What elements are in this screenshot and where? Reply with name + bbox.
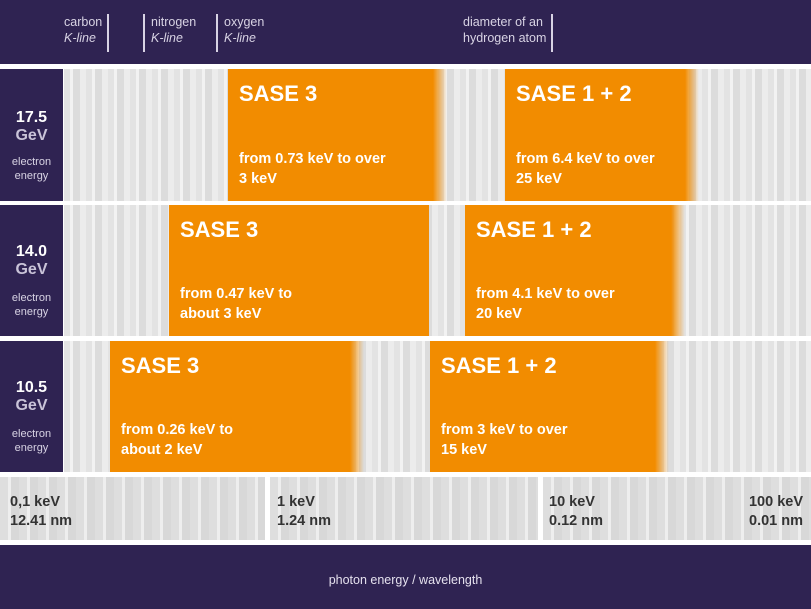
energy-row-17-5: 17.5 GeV electron energy SASE 3 from 0.7… [0,69,811,201]
scale-segment-10-kev: 10 keV 0.12 nm 100 keV 0.01 nm [543,477,811,540]
range-fade [655,341,669,472]
electron-energy-label: 17.5 GeV electron energy [0,69,63,201]
sase-title: SASE 1 + 2 [476,217,592,242]
sase-title: SASE 1 + 2 [441,353,557,378]
sase-title: SASE 3 [121,353,200,378]
hydrogen-atom-marker: diameter of an hydrogen atom [463,14,554,52]
scale-energy: 1 keV [277,494,315,510]
sase-title: SASE 3 [180,217,259,242]
marker-tick-left [143,14,145,52]
sase12-range-box: SASE 1 + 2 from 4.1 keV to over 20 keV [465,205,685,336]
sase12-range-box: SASE 1 + 2 from 6.4 keV to over 25 keV [505,69,699,201]
sase-range: from 0.47 keV to about 3 keV [180,286,293,322]
energy-unit: GeV [15,397,48,414]
energy-value: 10.5 [15,379,48,396]
marker-label: nitrogen [151,15,197,29]
sase3-range-box: SASE 3 from 0.73 keV to over 3 keV [228,69,447,201]
range-fade [671,205,685,336]
scale-label: 10 keV 0.12 nm [549,493,603,531]
energy-caption: electron energy [11,428,52,454]
marker-sublabel: K-line [64,31,96,45]
energy-value: 17.5 [15,109,48,126]
sase-range: from 0.73 keV to over 3 keV [239,151,386,187]
sase-range: from 4.1 keV to over 20 keV [476,286,615,322]
scale-wavelength: 12.41 nm [10,513,73,529]
marker-label: carbon [64,15,103,29]
range-fade [685,69,699,201]
nitrogen-k-line-marker: nitrogen K-line [143,14,203,52]
marker-sublabel: hydrogen atom [463,31,547,45]
scale-wavelength: 1.24 nm [277,513,331,529]
marker-tick-left [216,14,218,52]
scale-label: 0,1 keV 12.41 nm [10,493,72,531]
scale-segment-1-kev: 1 keV 1.24 nm [270,477,538,540]
energy-caption: electron energy [11,156,52,182]
marker-tick [551,14,554,52]
scale-wavelength: 0.12 nm [549,513,603,529]
electron-energy-label: 10.5 GeV electron energy [0,341,63,472]
energy-unit: GeV [15,127,48,144]
range-fade [350,341,364,472]
marker-label: oxygen [224,15,265,29]
oxygen-k-line-marker: oxygen K-line [216,14,271,52]
energy-caption: electron energy [11,292,52,318]
electron-energy-label: 14.0 GeV electron energy [0,205,63,336]
sase12-range-box: SASE 1 + 2 from 3 keV to over 15 keV [430,341,669,472]
energy-unit: GeV [15,261,48,278]
sase3-range-box: SASE 3 from 0.26 keV to about 2 keV [110,341,364,472]
sase-range: from 6.4 keV to over 25 keV [516,151,655,187]
carbon-k-line-marker: carbon K-line [64,14,110,52]
scale-label: 1 keV 1.24 nm [277,493,331,531]
energy-row-14-0: 14.0 GeV electron energy SASE 3 from 0.4… [0,205,811,336]
sase-title: SASE 3 [239,81,318,106]
marker-label: diameter of an [463,15,543,29]
header-bar: carbon K-line nitrogen K-line oxygen K-l… [0,0,811,64]
scale-energy: 0,1 keV [10,494,60,510]
marker-sublabel: K-line [151,31,183,45]
sase-range: from 0.26 keV to about 2 keV [121,422,234,458]
sase-title: SASE 1 + 2 [516,81,632,106]
sase3-range-box: SASE 3 from 0.47 keV to about 3 keV [169,205,429,336]
energy-value: 14.0 [15,243,48,260]
scale-wavelength: 0.01 nm [749,513,803,529]
energy-row-10-5: 10.5 GeV electron energy SASE 3 from 0.2… [0,341,811,472]
marker-sublabel: K-line [224,31,256,45]
axis-caption: photon energy / wavelength [328,573,483,587]
scale-segment-0-1-kev: 0,1 keV 12.41 nm [0,477,265,540]
range-fade [433,69,447,201]
sase-range: from 3 keV to over 15 keV [441,422,568,458]
scale-energy: 100 keV [748,494,803,510]
scale-energy: 10 keV [549,494,595,510]
footer-bar: photon energy / wavelength [0,545,811,609]
marker-tick [107,14,110,52]
scale-label: 100 keV 0.01 nm [749,493,803,531]
